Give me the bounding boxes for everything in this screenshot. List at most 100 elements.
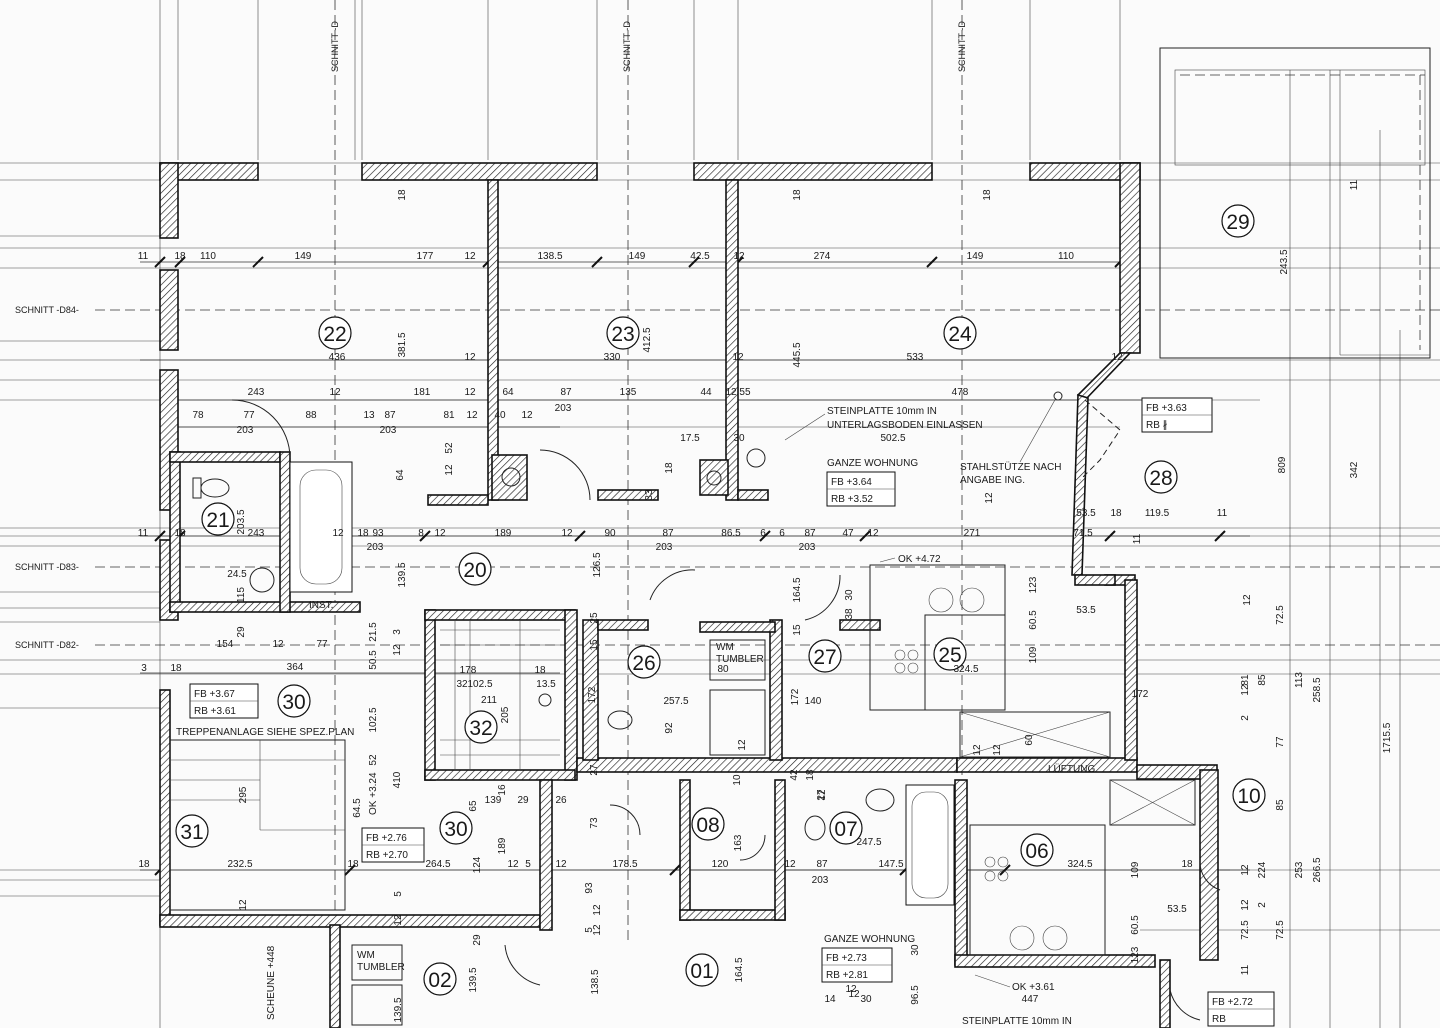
dimension-label: 87	[384, 410, 396, 421]
section-label-d83: SCHNITT -D83-	[15, 562, 79, 572]
dimension-label: 5	[525, 859, 531, 870]
dimension-label: 149	[295, 251, 312, 262]
note-treppe: TREPPENANLAGE SIEHE SPEZ.PLAN	[176, 727, 354, 738]
svg-text:RB: RB	[1212, 1014, 1226, 1025]
svg-text:21: 21	[206, 509, 229, 532]
dimension-label: 12	[733, 251, 745, 262]
stairs-32	[440, 620, 560, 770]
kitchen-06	[969, 779, 1196, 956]
dimension-label: 164.5	[792, 577, 803, 602]
dimension-label: 436	[329, 352, 346, 363]
dimension-label: 87	[662, 528, 674, 539]
dimension-label: 15	[589, 639, 600, 651]
dimension-label: 30	[844, 589, 855, 601]
dimension-label: 11	[1132, 533, 1143, 544]
dimension-label: 64.5	[352, 798, 363, 818]
dimension-label: 78	[192, 410, 204, 421]
level-box-wohnung-2: FB +2.73 RB +2.81	[821, 947, 893, 983]
dimension-label: 11	[1217, 508, 1228, 519]
room-30: 30	[277, 684, 311, 718]
dimension-label: 81	[1240, 674, 1251, 686]
dimension-label: 12	[332, 528, 344, 539]
note-ganze-wohnung-2: GANZE WOHNUNG	[824, 934, 915, 945]
dimension-label: 52	[444, 442, 455, 454]
dimension-label: 12	[992, 744, 1003, 756]
dimension-label: 164.5	[734, 957, 745, 982]
dimension-label: 178.5	[612, 859, 637, 870]
dimension-label: 24.5	[227, 569, 247, 580]
dimension-label: 8	[418, 528, 424, 539]
dimension-label: 5	[393, 891, 404, 897]
dimension-label: 18	[792, 189, 803, 201]
level-annotations: OK +4.72 OK +3.24 OK +3.61	[368, 554, 1055, 993]
svg-text:30: 30	[444, 818, 467, 841]
note-steinplatte-2: UNTERLAGSBODEN EINLASSEN	[827, 420, 983, 431]
note-stahlstuetze-2: ANGABE ING.	[960, 475, 1025, 486]
dimension-label: 72.5	[1275, 605, 1286, 625]
dimension-label: 110	[1058, 251, 1074, 262]
dimension-label: 264.5	[425, 859, 450, 870]
dimension-label: 172	[1132, 689, 1149, 700]
svg-text:FB +3.67: FB +3.67	[194, 689, 235, 700]
level-box-wohnung-1: FB +3.64 RB +3.52	[826, 471, 896, 507]
dimension-label: 12	[464, 352, 476, 363]
dimension-label: 29	[517, 795, 529, 806]
notes: STEINPLATTE 10mm IN UNTERLAGSBODEN EINLA…	[176, 391, 1095, 1027]
dimension-label: 139.5	[397, 562, 408, 587]
svg-text:22: 22	[323, 323, 346, 346]
svg-text:27: 27	[813, 646, 836, 669]
dimension-label: 53.5	[1167, 904, 1187, 915]
dimension-label: 40	[494, 410, 506, 421]
dimension-label: 224	[1257, 861, 1268, 878]
dimension-label: 12	[1240, 899, 1251, 911]
dimension-label: 18	[664, 462, 675, 474]
dimension-label: 12	[272, 639, 284, 650]
dimension-label: 2	[1257, 902, 1268, 908]
dimension-label: 266.5	[1312, 857, 1323, 882]
dimension-label: 447	[1022, 994, 1039, 1005]
dimension-label: 44	[700, 387, 712, 398]
dimension-label: 53.5	[1076, 605, 1096, 616]
dimension-label: 11	[1240, 964, 1251, 975]
note-scheune: SCHEUNE +448	[266, 945, 277, 1020]
room-28: 28	[1144, 460, 1178, 494]
note-stahlstuetze-1: STAHLSTÜTZE NACH	[960, 461, 1062, 473]
sanitary-fixtures	[192, 448, 895, 841]
dimension-label: 27	[816, 789, 827, 801]
dimension-label: 87	[560, 387, 572, 398]
dimension-label: 71.5	[1073, 528, 1093, 539]
level-box-30b: FB +2.76 RB +2.70	[361, 827, 425, 863]
dimension-label: 149	[967, 251, 984, 262]
dimension-label: 18	[170, 663, 182, 674]
dimension-label: 12	[1240, 684, 1251, 696]
dimension-label: 12	[592, 904, 603, 916]
dimension-label: 410	[392, 771, 403, 788]
svg-text:25: 25	[938, 644, 961, 667]
dimension-label: 110	[200, 251, 216, 262]
dimension-label: 47	[842, 528, 854, 539]
section-label-top-1: SCHNITT -D	[330, 21, 340, 72]
dimension-label: 12	[561, 528, 573, 539]
dimension-label: 119.5	[1145, 508, 1170, 519]
walls	[159, 162, 1219, 1029]
dimension-label: 177	[417, 251, 434, 262]
dimension-label: 138.5	[590, 969, 601, 994]
svg-text:28: 28	[1149, 467, 1172, 490]
dimension-label: 5	[584, 927, 595, 933]
dimension-label: 243	[248, 528, 265, 539]
note-wm-2b: TUMBLER	[357, 962, 405, 973]
dimension-label: 53.5	[1076, 508, 1096, 519]
section-label-d82: SCHNITT -D82-	[15, 640, 79, 650]
dimension-label: 203	[237, 425, 254, 436]
dimension-label: 72.5	[1275, 920, 1286, 940]
room-29: 29	[1221, 204, 1255, 238]
dimension-label: 203	[656, 542, 673, 553]
section-label-d84: SCHNITT -D84-	[15, 305, 79, 315]
dimension-label: 87	[816, 859, 828, 870]
svg-text:FB +2.76: FB +2.76	[366, 833, 407, 844]
dimension-label: 42.5	[690, 251, 710, 262]
top-section-labels: SCHNITT -D SCHNITT -D SCHNITT -D	[330, 21, 967, 72]
svg-text:02: 02	[428, 969, 451, 992]
